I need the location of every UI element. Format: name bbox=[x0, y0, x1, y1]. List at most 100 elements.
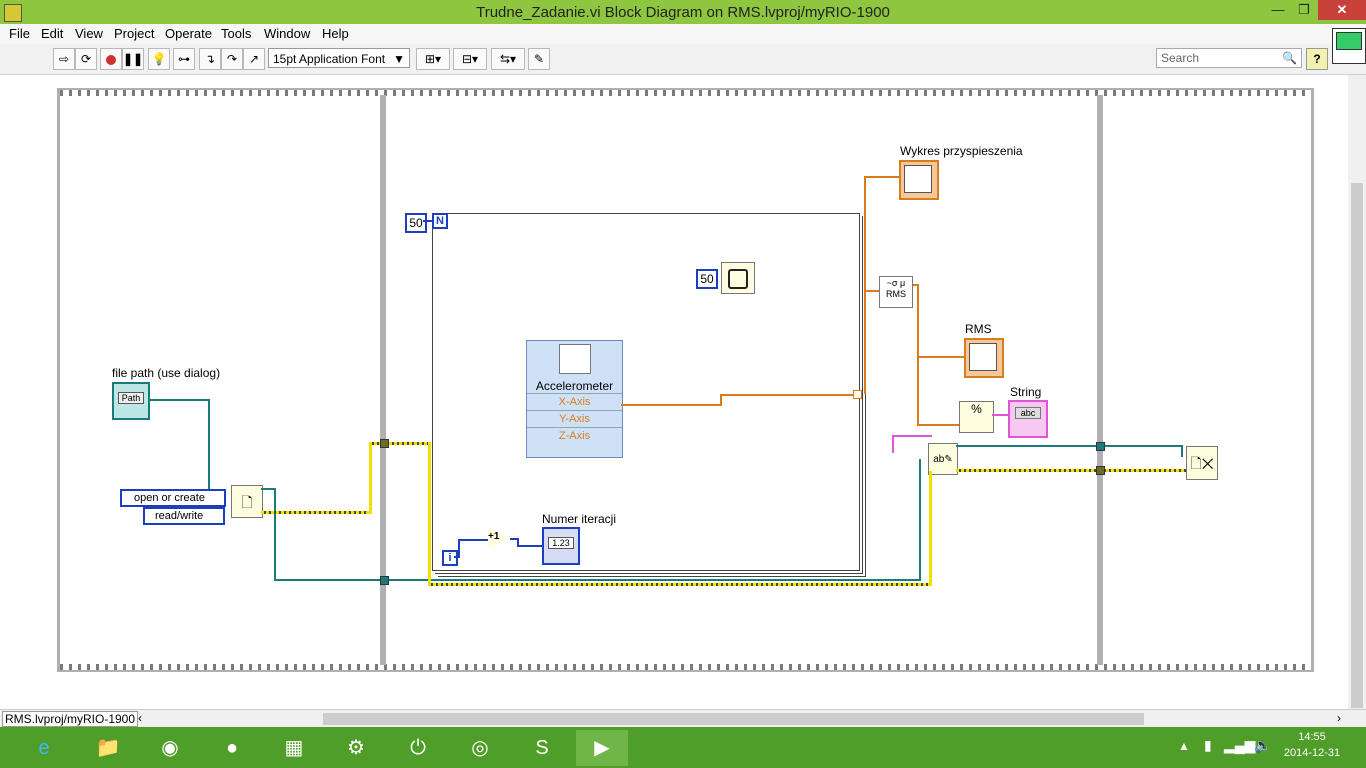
clock-icon bbox=[728, 269, 748, 289]
run-continuously-icon[interactable]: ⟳ bbox=[75, 48, 97, 70]
accelerometer-x-axis[interactable]: X-Axis bbox=[527, 393, 622, 410]
open-create-enum[interactable]: open or create bbox=[120, 489, 226, 507]
wait-ms-constant[interactable]: 50 bbox=[696, 269, 718, 289]
close-file-node[interactable]: 🗋✕ bbox=[1186, 446, 1218, 480]
pause-icon[interactable]: ❚❚ bbox=[122, 48, 144, 70]
error-wire-v2 bbox=[428, 442, 431, 585]
window-title: Trudne_Zadanie.vi Block Diagram on RMS.l… bbox=[476, 4, 890, 21]
highlight-execution-icon[interactable]: 💡 bbox=[148, 48, 170, 70]
open-file-node[interactable]: 🗋 bbox=[231, 485, 263, 518]
x-axis-wire-v bbox=[720, 395, 722, 406]
help-button[interactable]: ? bbox=[1306, 48, 1328, 70]
sequence-divider-2 bbox=[1097, 95, 1103, 665]
close-button[interactable]: ✕ bbox=[1318, 0, 1366, 20]
restore-button[interactable]: ❐ bbox=[1298, 2, 1310, 17]
auto-index-tunnel bbox=[853, 390, 862, 399]
menu-operate[interactable]: Operate bbox=[165, 26, 212, 41]
menu-project[interactable]: Project bbox=[114, 26, 155, 41]
search-icon: 🔍 bbox=[1282, 51, 1297, 65]
sequence-film-top bbox=[60, 90, 1311, 96]
tray-chevron-icon[interactable]: ▲ bbox=[1178, 739, 1190, 753]
menu-view[interactable]: View bbox=[75, 26, 103, 41]
battery-icon[interactable]: ▮ bbox=[1204, 737, 1212, 753]
accelerometer-z-axis[interactable]: Z-Axis bbox=[527, 427, 622, 444]
menu-edit[interactable]: Edit bbox=[41, 26, 64, 41]
rms-indicator-terminal[interactable] bbox=[964, 338, 1004, 378]
loop-count-constant[interactable]: 50 bbox=[405, 213, 427, 233]
open-create-text: open or create bbox=[134, 492, 205, 504]
reorder-icon[interactable]: ⇆▾ bbox=[491, 48, 525, 70]
align-icon[interactable]: ⊞▾ bbox=[416, 48, 450, 70]
search-placeholder: Search bbox=[1161, 51, 1200, 65]
accelerometer-title: Accelerometer bbox=[535, 379, 614, 393]
error-wire-2 bbox=[369, 442, 429, 445]
chrome-icon[interactable]: ◎ bbox=[471, 737, 489, 759]
vertical-scroll-thumb[interactable] bbox=[1351, 183, 1363, 708]
signal-icon[interactable]: ▂▄▆ bbox=[1224, 737, 1256, 753]
scroll-left-icon[interactable]: ‹ bbox=[138, 711, 142, 725]
write-text-file-node[interactable]: ab✎ bbox=[928, 443, 958, 475]
step-over-icon[interactable]: ↷ bbox=[221, 48, 243, 70]
minimize-button[interactable]: — bbox=[1271, 2, 1285, 17]
scroll-right-icon[interactable]: › bbox=[1337, 711, 1341, 725]
iter-wire-3 bbox=[510, 538, 518, 540]
file-explorer-icon[interactable]: 📁 bbox=[95, 737, 121, 759]
increment-node[interactable] bbox=[488, 527, 510, 549]
menu-file[interactable]: File bbox=[9, 26, 30, 41]
run-arrow-icon[interactable]: ⇨ bbox=[53, 48, 75, 70]
numeric-indicator-terminal[interactable]: 1.23 bbox=[542, 527, 580, 565]
sequence-film-bottom bbox=[60, 664, 1311, 670]
path-wire bbox=[148, 399, 210, 401]
format-input-wire bbox=[917, 424, 961, 426]
search-input[interactable]: Search 🔍 bbox=[1156, 48, 1302, 68]
read-write-enum[interactable]: read/write bbox=[143, 507, 225, 525]
accelerometer-y-axis[interactable]: Y-Axis bbox=[527, 410, 622, 427]
for-loop[interactable] bbox=[432, 213, 860, 571]
increment-label: +1 bbox=[488, 531, 500, 542]
close-file-icon: 🗋✕ bbox=[1190, 455, 1214, 471]
font-selector[interactable]: 15pt Application Font▼ bbox=[268, 48, 410, 68]
step-into-icon[interactable]: ↴ bbox=[199, 48, 221, 70]
x-axis-wire bbox=[621, 404, 721, 406]
cleanup-diagram-icon[interactable]: ✎ bbox=[528, 48, 550, 70]
abort-icon[interactable] bbox=[100, 48, 122, 70]
power-app-icon[interactable]: ⏻ bbox=[410, 737, 426, 759]
vi-icon bbox=[1332, 28, 1366, 64]
menu-tools[interactable]: Tools bbox=[221, 26, 252, 41]
labview-taskbar-icon[interactable]: ▶ bbox=[576, 730, 628, 766]
file-path-control[interactable]: Path bbox=[112, 382, 150, 420]
distribute-icon[interactable]: ⊟▾ bbox=[453, 48, 487, 70]
retain-wire-values-icon[interactable]: ⊶ bbox=[173, 48, 195, 70]
menu-help[interactable]: Help bbox=[322, 26, 349, 41]
volume-icon[interactable]: 🔈 bbox=[1254, 737, 1272, 753]
count-wire bbox=[423, 220, 433, 222]
rms-label: RMS bbox=[965, 322, 992, 336]
error-wire-bottom bbox=[428, 583, 931, 586]
waveform-graph-terminal[interactable] bbox=[899, 160, 939, 200]
media-center-icon[interactable]: ◉ bbox=[161, 737, 179, 759]
string-wire bbox=[992, 414, 1008, 416]
horizontal-scroll-thumb[interactable] bbox=[323, 713, 1144, 725]
speaker-app-icon[interactable]: ● bbox=[225, 737, 239, 759]
sequence-divider-1 bbox=[380, 95, 386, 665]
string-indicator-terminal[interactable]: abc bbox=[1008, 400, 1048, 438]
refnum-tunnel-2 bbox=[1096, 442, 1105, 451]
vertical-scrollbar[interactable] bbox=[1348, 75, 1366, 709]
document-app-icon[interactable]: ▦ bbox=[284, 737, 304, 759]
wait-ms-node[interactable] bbox=[721, 262, 755, 294]
clock-time[interactable]: 14:55 bbox=[1298, 731, 1326, 743]
internet-explorer-icon[interactable]: e bbox=[38, 737, 50, 759]
menu-window[interactable]: Window bbox=[264, 26, 311, 41]
format-into-string-node[interactable]: % bbox=[959, 401, 994, 433]
settings-app-icon[interactable]: ⚙ bbox=[347, 737, 365, 759]
block-diagram[interactable]: 50 N i 50 Accelerometer X-Axis Y-Axis Z-… bbox=[0, 75, 1348, 709]
step-out-icon[interactable]: ↗ bbox=[243, 48, 265, 70]
format-symbol: % bbox=[971, 402, 982, 416]
accelerometer-express-vi[interactable]: Accelerometer X-Axis Y-Axis Z-Axis bbox=[526, 340, 623, 458]
project-context[interactable]: RMS.lvproj/myRIO-1900 bbox=[2, 711, 139, 727]
clock-date[interactable]: 2014-12-31 bbox=[1283, 747, 1341, 759]
error-wire-v3 bbox=[929, 471, 932, 586]
skype-icon[interactable]: S bbox=[535, 737, 549, 759]
title-bar: Trudne_Zadanie.vi Block Diagram on RMS.l… bbox=[0, 0, 1366, 24]
